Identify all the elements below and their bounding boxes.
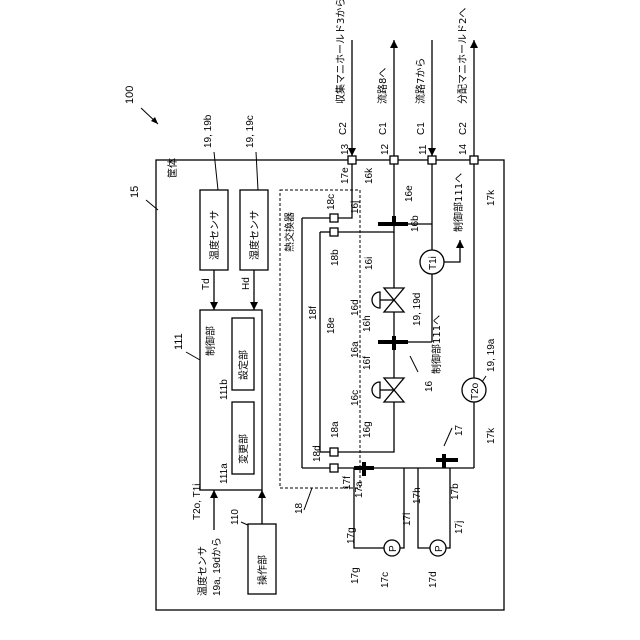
temp-sensor-name: 温度センサ <box>208 210 221 260</box>
port-13-dest: 収集マニホールド3から <box>334 0 347 104</box>
sensor-t1i-number: 19, 19d <box>412 293 423 326</box>
figure-number: 100 <box>124 86 136 104</box>
port-13-type: C2 <box>338 122 349 135</box>
hx-port-18c <box>330 214 338 222</box>
ref-18f: 18f <box>308 306 319 320</box>
port-14 <box>470 156 478 164</box>
port-11-arrow <box>428 148 436 156</box>
port-14-type: C2 <box>458 122 469 135</box>
ref-18c: 18c <box>326 194 337 210</box>
ref-17g-a: 17g <box>346 527 357 544</box>
ext-temp-source: 19a, 19dから <box>211 537 223 596</box>
ref-16k: 16k <box>364 167 375 184</box>
change-unit-name: 変更部 <box>237 434 250 464</box>
setting-unit-number: 111b <box>219 379 230 400</box>
humidity-sensor-name: 湿度センサ <box>248 210 261 260</box>
ref-16: 16 <box>424 380 435 392</box>
t1i-signal-note: 制御部111へ <box>452 173 465 232</box>
ref-16a: 16a <box>350 341 361 358</box>
port-12 <box>390 156 398 164</box>
ext-temp-signals: T2o, T1i <box>192 484 203 521</box>
sensor-t2o-label: T2o <box>470 382 481 400</box>
t1i-note-2: 制御部111へ <box>430 315 443 374</box>
setting-unit-name: 設定部 <box>237 350 250 380</box>
humidity-sensor-number: 19, 19c <box>245 115 256 148</box>
hx-port-18d <box>330 464 338 472</box>
port-12-arrow <box>390 40 398 48</box>
operation-number: 110 <box>230 509 241 525</box>
port-11-number: 11 <box>418 144 429 155</box>
ref-18e: 18e <box>326 317 337 334</box>
port-12-number: 12 <box>380 143 391 155</box>
pump-17d-label: P <box>434 545 445 552</box>
ref-16i: 16i <box>364 257 375 270</box>
ref-18a: 18a <box>330 421 341 438</box>
ref-17k-top: 17k <box>486 189 497 206</box>
hx-port-18b <box>330 228 338 236</box>
ref-17a: 17a <box>354 481 365 498</box>
ref-17: 17 <box>454 424 465 436</box>
port-14-dest: 分配マニホールド2へ <box>457 8 469 104</box>
humidity-sensor-signal: Hd <box>241 277 252 290</box>
ext-temp-name: 温度センサ <box>196 546 209 596</box>
port-11 <box>428 156 436 164</box>
ref-17c: 17c <box>380 572 391 588</box>
temp-sensor-number: 19, 19b <box>203 114 214 148</box>
ref-16g: 16g <box>362 421 373 438</box>
port-12-dest: 流路8へ <box>376 68 389 104</box>
ref-16h: 16h <box>362 315 373 332</box>
ref-17b: 17b <box>450 483 461 500</box>
heat-exchanger-name: 熱交換器 <box>283 212 296 252</box>
ref-17j: 17j <box>454 521 465 534</box>
ref-16c: 16c <box>350 390 361 406</box>
hx-port-18a <box>330 448 338 456</box>
port-13 <box>348 156 356 164</box>
ref-16f: 16f <box>362 356 373 370</box>
controller-number: 111 <box>173 333 185 350</box>
ref-17e: 17e <box>340 167 351 184</box>
sensor-t2o-number: 19, 19a <box>486 338 497 372</box>
controller-name: 制御部 <box>204 326 217 356</box>
port-11-type: C1 <box>416 122 427 135</box>
ref-16j: 16j <box>350 201 361 214</box>
port-12-type: C1 <box>378 122 389 135</box>
ref-18d: 18d <box>312 445 323 462</box>
ref-16d: 16d <box>350 299 361 316</box>
ref-17g-b: 17g <box>350 567 361 584</box>
heat-exchanger-number: 18 <box>294 502 305 514</box>
change-unit-number: 111a <box>219 463 230 484</box>
ref-17f: 17f <box>342 476 353 490</box>
ref-17i: 17i <box>402 513 413 526</box>
ref-17d: 17d <box>428 571 439 588</box>
port-14-arrow <box>470 40 478 48</box>
temp-sensor-signal: Td <box>201 278 212 290</box>
ref-17k-bottom: 17k <box>486 427 497 444</box>
operation-name: 操作部 <box>256 555 269 585</box>
ref-18b: 18b <box>330 249 341 266</box>
ref-16e: 16e <box>404 185 415 202</box>
housing-number: 15 <box>129 186 141 198</box>
port-11-dest: 流路7から <box>414 58 427 104</box>
pump-17c-label: P <box>388 545 399 552</box>
sensor-t1i-label: T1i <box>428 256 439 270</box>
housing-name: 筐体 <box>166 158 179 178</box>
ref-17h: 17h <box>412 487 423 504</box>
port-14-number: 14 <box>458 143 469 155</box>
